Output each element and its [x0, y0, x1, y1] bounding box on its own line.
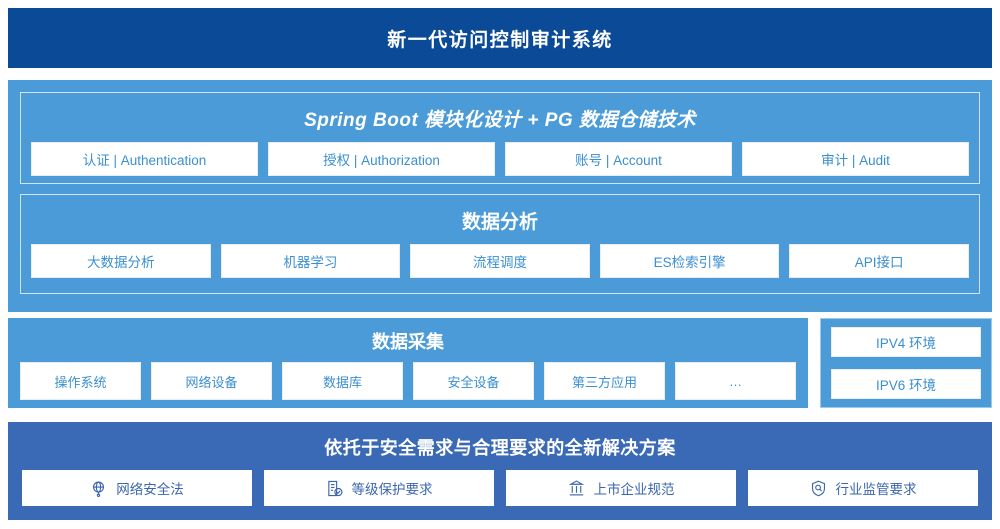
- chip-cybersecurity-law[interactable]: 网络安全法: [22, 470, 252, 506]
- page-header: 新一代访问控制审计系统: [8, 8, 992, 68]
- chip-label: 网络安全法: [116, 482, 184, 497]
- data-collection-title: 数据采集: [372, 332, 444, 352]
- data-analysis-panel: 数据分析 大数据分析 机器学习 流程调度 ES检索引擎 API接口: [20, 194, 980, 294]
- chip-listed-enterprise-standard[interactable]: 上市企业规范: [506, 470, 736, 506]
- chip-audit[interactable]: 审计 | Audit: [742, 142, 969, 176]
- spring-boot-panel: Spring Boot 模块化设计 + PG 数据仓储技术 认证 | Authe…: [20, 92, 980, 184]
- chip-operating-system[interactable]: 操作系统: [20, 362, 141, 400]
- data-collection-section: 数据采集 操作系统 网络设备 数据库 安全设备 第三方应用 …: [8, 318, 808, 408]
- platform-section: Spring Boot 模块化设计 + PG 数据仓储技术 认证 | Authe…: [8, 80, 992, 312]
- chip-api-interface[interactable]: API接口: [789, 244, 969, 278]
- chip-authorization[interactable]: 授权 | Authorization: [268, 142, 495, 176]
- environment-section: IPV4 环境 IPV6 环境: [820, 318, 992, 408]
- compliance-section: 依托于安全需求与合理要求的全新解决方案 网络安全法: [8, 422, 992, 520]
- globe-icon: [90, 480, 107, 497]
- chip-machine-learning[interactable]: 机器学习: [220, 244, 401, 278]
- spring-boot-chip-row: 认证 | Authentication 授权 | Authorization 账…: [31, 142, 969, 176]
- data-collection-chip-row: 操作系统 网络设备 数据库 安全设备 第三方应用 …: [20, 362, 796, 400]
- chip-ipv6-environment[interactable]: IPV6 环境: [831, 369, 981, 399]
- compliance-chip-row: 网络安全法 等级保护要求: [22, 470, 978, 506]
- chip-es-search-engine[interactable]: ES检索引擎: [599, 244, 780, 278]
- chip-industry-regulation[interactable]: 行业监管要求: [748, 470, 978, 506]
- chip-label: 上市企业规范: [593, 482, 675, 497]
- shield-search-icon: [810, 480, 827, 497]
- chip-database[interactable]: 数据库: [282, 362, 403, 400]
- chip-ipv4-environment[interactable]: IPV4 环境: [831, 327, 981, 357]
- document-check-icon: [326, 480, 343, 497]
- chip-big-data-analysis[interactable]: 大数据分析: [31, 244, 211, 278]
- compliance-title: 依托于安全需求与合理要求的全新解决方案: [324, 438, 676, 458]
- chip-authentication[interactable]: 认证 | Authentication: [31, 142, 258, 176]
- chip-account[interactable]: 账号 | Account: [505, 142, 732, 176]
- data-analysis-title: 数据分析: [461, 212, 538, 233]
- chip-third-party-app[interactable]: 第三方应用: [544, 362, 665, 400]
- chip-label: 等级保护要求: [351, 482, 433, 497]
- chip-security-device[interactable]: 安全设备: [413, 362, 534, 400]
- chip-mlps-requirement[interactable]: 等级保护要求: [264, 470, 494, 506]
- chip-network-device[interactable]: 网络设备: [151, 362, 272, 400]
- spring-boot-title: Spring Boot 模块化设计 + PG 数据仓储技术: [304, 110, 696, 131]
- bank-building-icon: [568, 479, 585, 497]
- chip-process-scheduling[interactable]: 流程调度: [410, 244, 590, 278]
- data-analysis-chip-row: 大数据分析 机器学习 流程调度 ES检索引擎 API接口: [31, 244, 969, 278]
- page-title: 新一代访问控制审计系统: [387, 29, 613, 51]
- chip-label: 行业监管要求: [835, 482, 917, 497]
- chip-more-ellipsis[interactable]: …: [675, 362, 796, 400]
